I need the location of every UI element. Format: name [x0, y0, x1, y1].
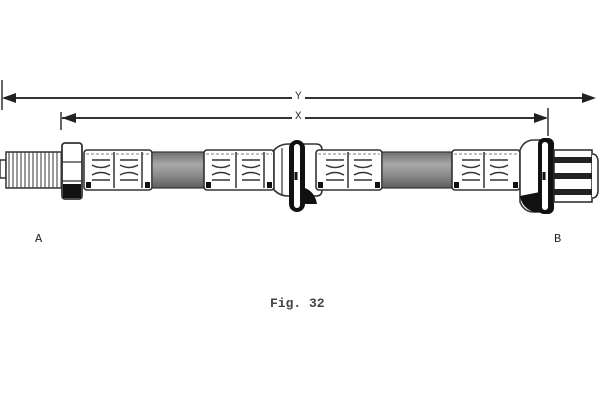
end-a-label: A — [35, 232, 43, 246]
dimension-y-label: Y — [292, 92, 305, 103]
ferrule-right-2 — [451, 149, 521, 191]
hose-segment-left — [151, 151, 205, 189]
ferrule-left-2 — [203, 149, 275, 191]
ferrule-right-1 — [315, 149, 383, 191]
middle-bracket — [273, 140, 323, 212]
ferrule-left-1 — [83, 149, 153, 191]
dimension-x-label: X — [292, 112, 305, 123]
hose-segment-right — [381, 151, 453, 189]
right-hex-fitting — [519, 138, 599, 214]
left-threaded-fitting — [0, 142, 83, 200]
figure-caption: Fig. 32 — [270, 296, 325, 311]
end-b-label: B — [554, 232, 562, 246]
